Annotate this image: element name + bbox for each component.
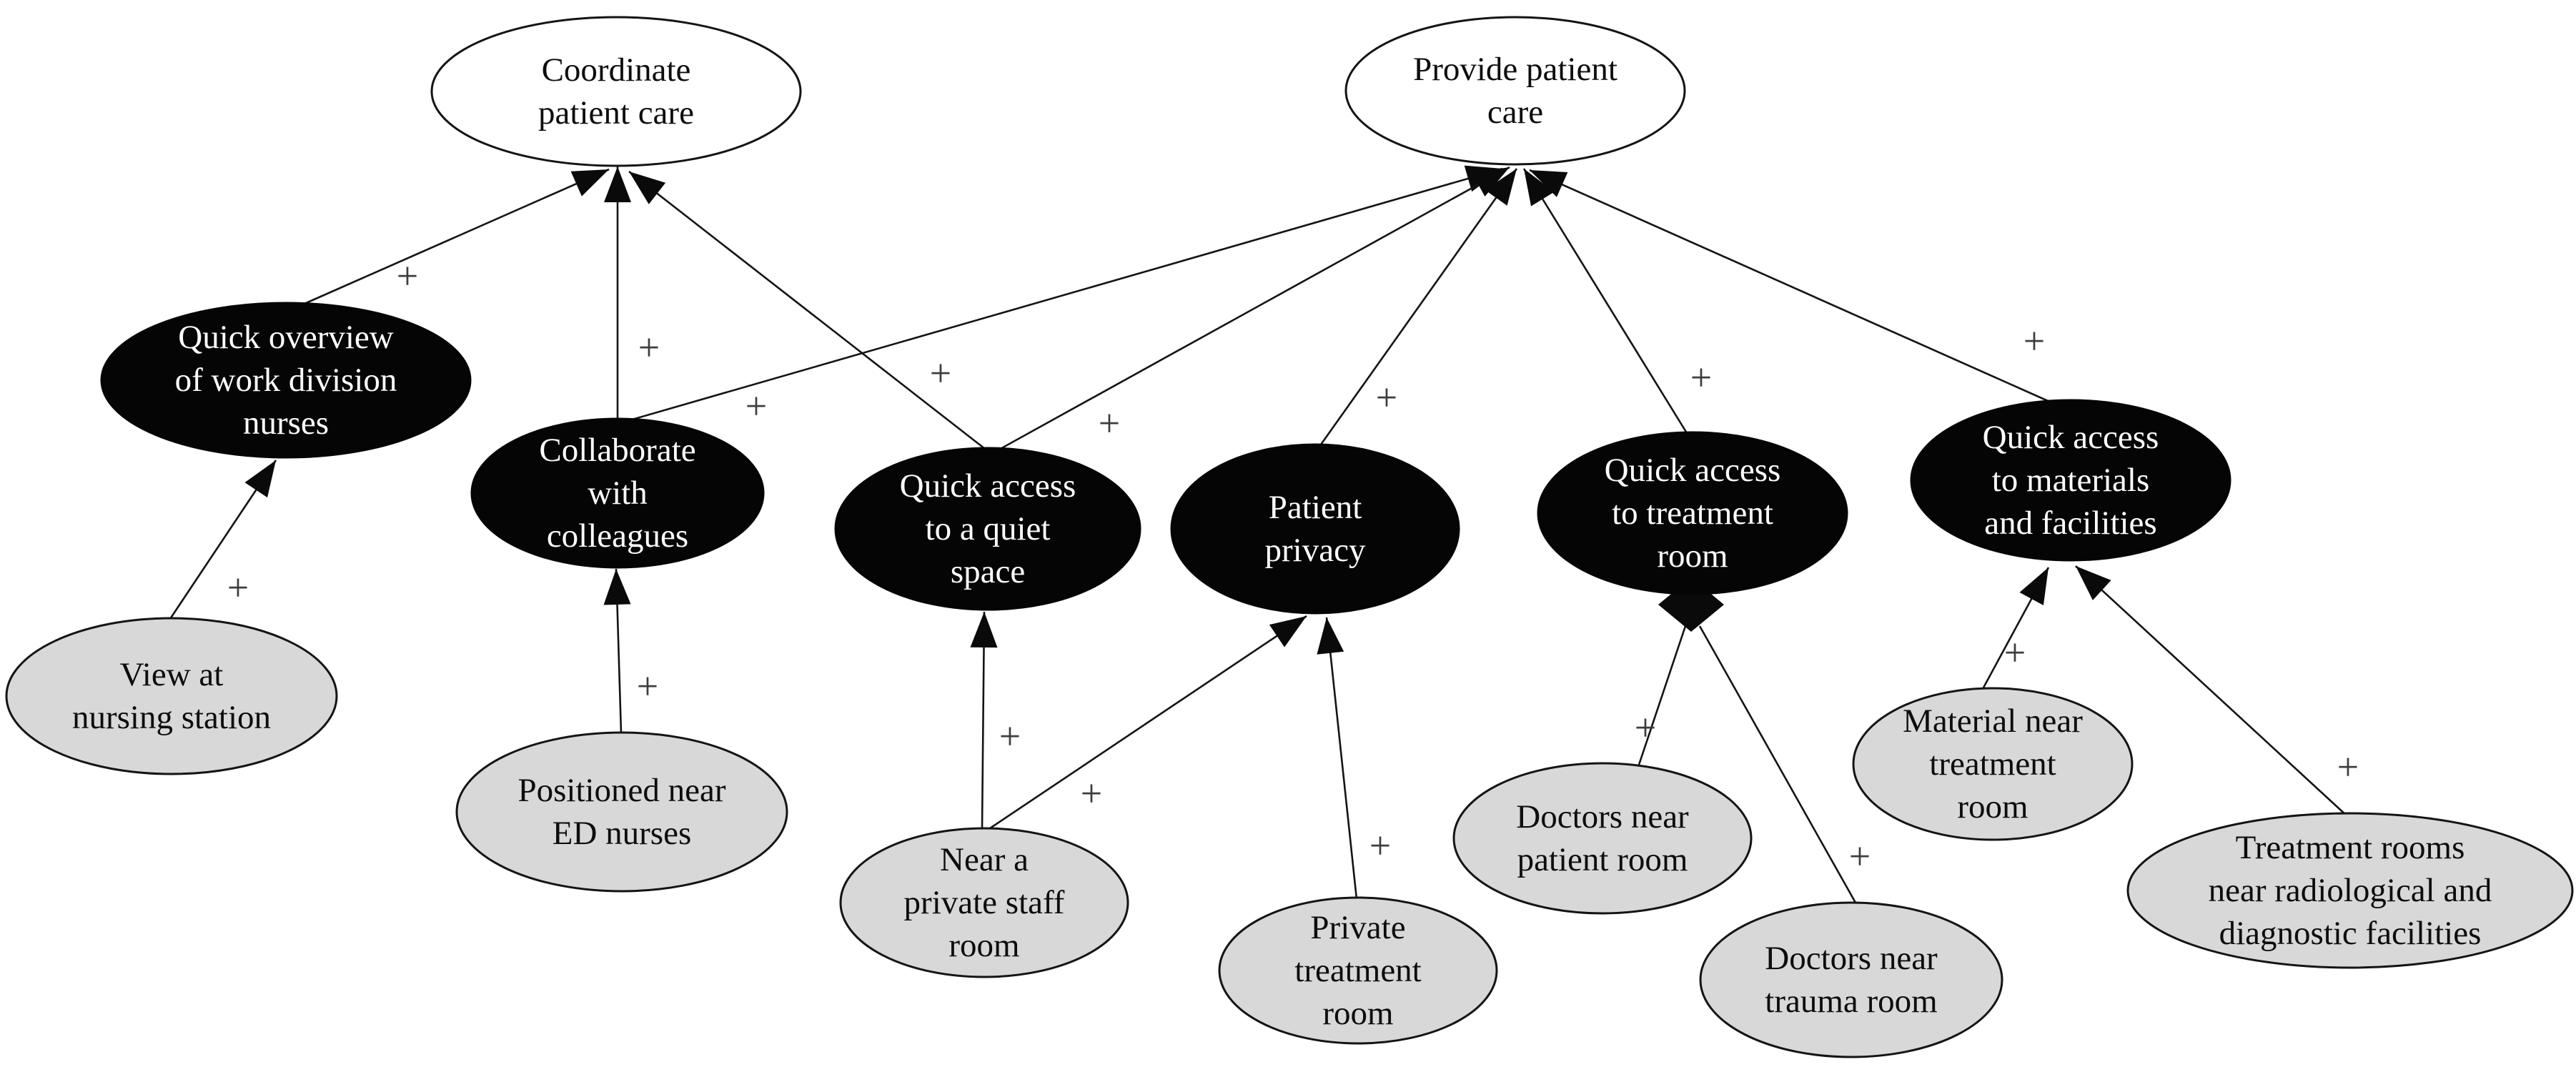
edge-treatment-to-provide xyxy=(1522,168,1688,434)
arrowhead-icon-positioned-to-collaborate xyxy=(603,569,631,605)
node-doctors-near-trauma-room xyxy=(1699,901,2003,1058)
edge-overview-to-coordinate xyxy=(292,168,610,310)
edge-plus-label-treatment-to-provide: + xyxy=(1690,356,1712,399)
arrowhead-icon-quiet-to-coordinate xyxy=(629,172,666,204)
edge-plus-label-collaborate-to-provide: + xyxy=(745,384,767,427)
edge-plus-label-positioned-to-collaborate: + xyxy=(637,665,658,708)
node-provide-patient-care xyxy=(1344,16,1686,166)
edge-doctors-trauma-to-treatment xyxy=(1698,625,1857,903)
node-coordinate-patient-care xyxy=(430,16,802,167)
edge-private-to-privacy xyxy=(1325,617,1358,900)
edge-plus-label-staff-to-privacy: + xyxy=(1081,772,1102,815)
edge-staff-to-quiet xyxy=(981,611,986,830)
arrowhead-icon-private-to-privacy xyxy=(1317,617,1344,655)
edge-plus-label-private-to-privacy: + xyxy=(1369,824,1391,867)
arrowhead-icon-staff-to-privacy xyxy=(1269,616,1307,647)
arrowhead-icon-radiological-to-materials xyxy=(2076,566,2111,600)
edge-plus-label-view-to-overview: + xyxy=(227,566,249,609)
arrowhead-icon-quiet-to-provide xyxy=(1472,167,1510,197)
edge-plus-label-doctors-trauma-to-treatment: + xyxy=(1849,835,1871,878)
arrowhead-icon-treatment-to-provide xyxy=(1524,169,1555,207)
node-doctors-near-patient-room xyxy=(1452,762,1753,915)
node-near-private-staff-room xyxy=(839,827,1129,978)
edge-materials-to-provide xyxy=(1529,169,2054,405)
arrowhead-icon-privacy-to-provide xyxy=(1485,169,1517,206)
edge-quiet-to-coordinate xyxy=(628,170,986,450)
edge-plus-label-privacy-to-provide: + xyxy=(1376,376,1397,419)
edge-staff-to-privacy xyxy=(987,615,1307,831)
node-quick-access-quiet-space xyxy=(834,447,1141,611)
node-positioned-near-ed-nurses xyxy=(455,731,788,893)
edge-plus-label-radiological-to-materials: + xyxy=(2337,745,2359,788)
arrowhead-icon-materials-to-provide xyxy=(1530,170,1568,197)
arrowhead-icon-staff-to-quiet xyxy=(970,612,998,648)
edge-plus-label-material-to-materials: + xyxy=(2004,631,2026,674)
node-material-near-treatment-room xyxy=(1852,687,2134,841)
arrowhead-icon-view-to-overview xyxy=(244,460,276,498)
edge-plus-label-collaborate-to-coordinate: + xyxy=(638,326,660,369)
edge-plus-label-doctors-patient-to-treatment: + xyxy=(1635,706,1656,749)
node-quick-access-materials-facilities xyxy=(1910,399,2231,562)
edge-quiet-to-provide xyxy=(997,166,1510,452)
edge-plus-label-quiet-to-provide: + xyxy=(1099,402,1120,445)
edge-privacy-to-provide xyxy=(1319,168,1518,445)
arrowhead-icon-material-to-materials xyxy=(2019,567,2049,606)
edge-plus-label-quiet-to-coordinate: + xyxy=(930,352,951,394)
edge-collaborate-to-provide xyxy=(624,167,1503,423)
edge-plus-label-overview-to-coordinate: + xyxy=(397,254,418,297)
node-quick-access-treatment-room xyxy=(1537,431,1848,595)
node-quick-overview-work-division xyxy=(100,302,472,459)
edge-plus-label-materials-to-provide: + xyxy=(2023,319,2045,362)
node-collaborate-with-colleagues xyxy=(470,417,765,569)
arrowhead-icon-overview-to-coordinate xyxy=(570,169,609,197)
arrowhead-icon-collaborate-to-coordinate xyxy=(604,167,631,202)
edge-doctors-patient-to-treatment xyxy=(1638,625,1687,765)
edge-radiological-to-materials xyxy=(2075,565,2348,817)
node-patient-privacy xyxy=(1170,443,1460,615)
node-private-treatment-room xyxy=(1218,896,1498,1045)
node-view-at-nursing-station xyxy=(5,617,338,775)
edge-plus-label-staff-to-quiet: + xyxy=(999,715,1021,758)
node-treatment-rooms-radiological xyxy=(2126,812,2574,969)
